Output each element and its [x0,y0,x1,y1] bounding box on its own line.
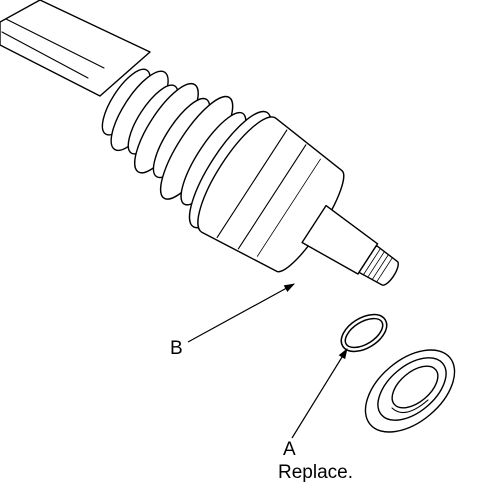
leader-a [291,348,348,439]
callout-a-label: A [283,439,296,460]
callout-b-label: B [170,338,183,359]
set-ring [340,313,388,353]
callout-a-note: Replace. [278,462,353,483]
leader-b [187,283,295,343]
dust-seal [364,349,456,433]
cv-joint-boot [101,68,399,286]
axle-shaft [0,0,151,97]
